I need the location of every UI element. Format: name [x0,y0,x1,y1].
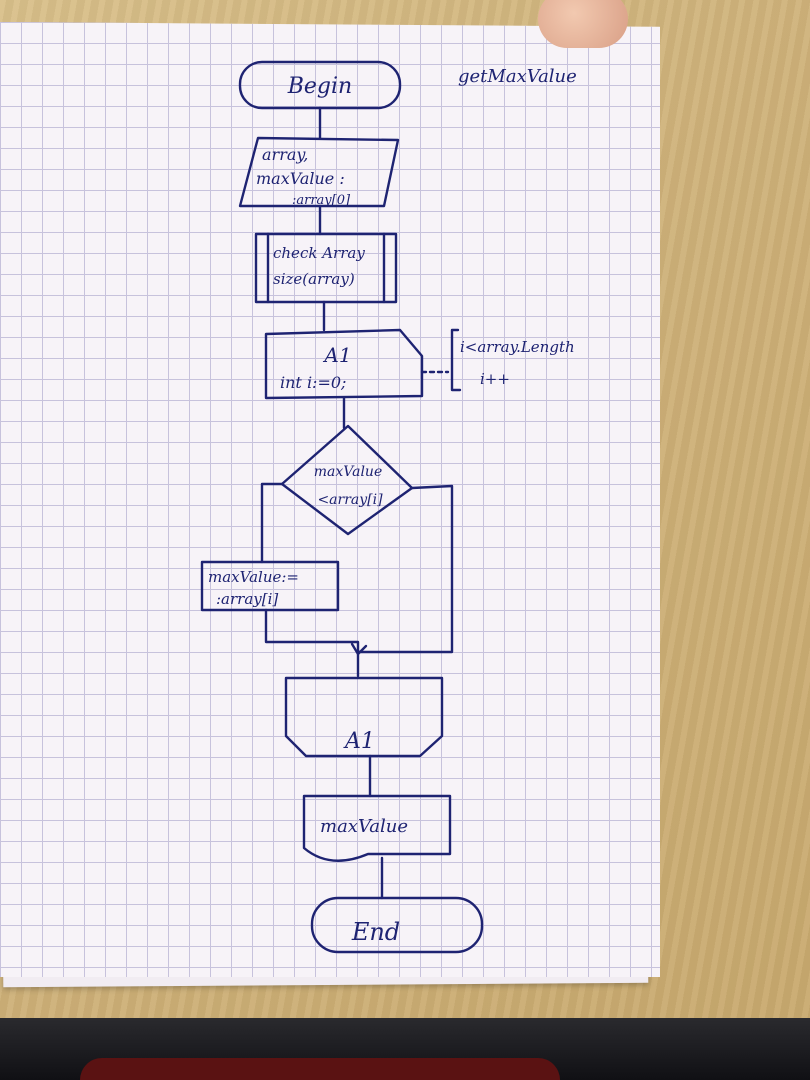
input-parallelogram [238,136,400,208]
decision-diamond [280,424,414,536]
grid-paper [0,22,660,977]
input-text-2: maxValue : [256,169,345,188]
loop-start-init: int i:=0; [280,373,346,392]
end-terminator [310,896,484,954]
decision-text-1: maxValue [314,464,382,480]
decision-text-2: <array[i] [317,492,383,508]
loop-end-block [284,676,444,758]
output-document [302,794,452,862]
end-label: End [351,918,400,946]
annotation-bracket [450,328,462,392]
loop-condition: i<array.Length [460,338,575,356]
input-text-1: array, [262,145,308,164]
branch-left-line [260,482,284,564]
loop-start-block [264,328,424,400]
check-text-2: size(array) [273,270,355,288]
output-text: maxValue [320,816,408,837]
assign-text-1: maxValue:= [208,568,299,586]
red-fabric [80,1058,560,1080]
flowchart-title: getMaxValue [458,66,577,87]
loop-start-label: A1 [322,343,351,367]
branch-right-line [356,484,454,654]
branch-left-return [264,608,360,678]
assign-text-2: :array[i] [216,590,278,608]
input-text-3: :array[0] [292,193,351,208]
loop-step: i++ [480,370,510,388]
predefined-process-box [254,232,398,304]
begin-label: Begin [287,74,352,99]
assign-box [200,560,340,612]
arrow-head [350,642,368,656]
check-text-1: check Array [273,244,365,262]
thumb [538,0,628,48]
loop-end-label: A1 [343,729,375,754]
